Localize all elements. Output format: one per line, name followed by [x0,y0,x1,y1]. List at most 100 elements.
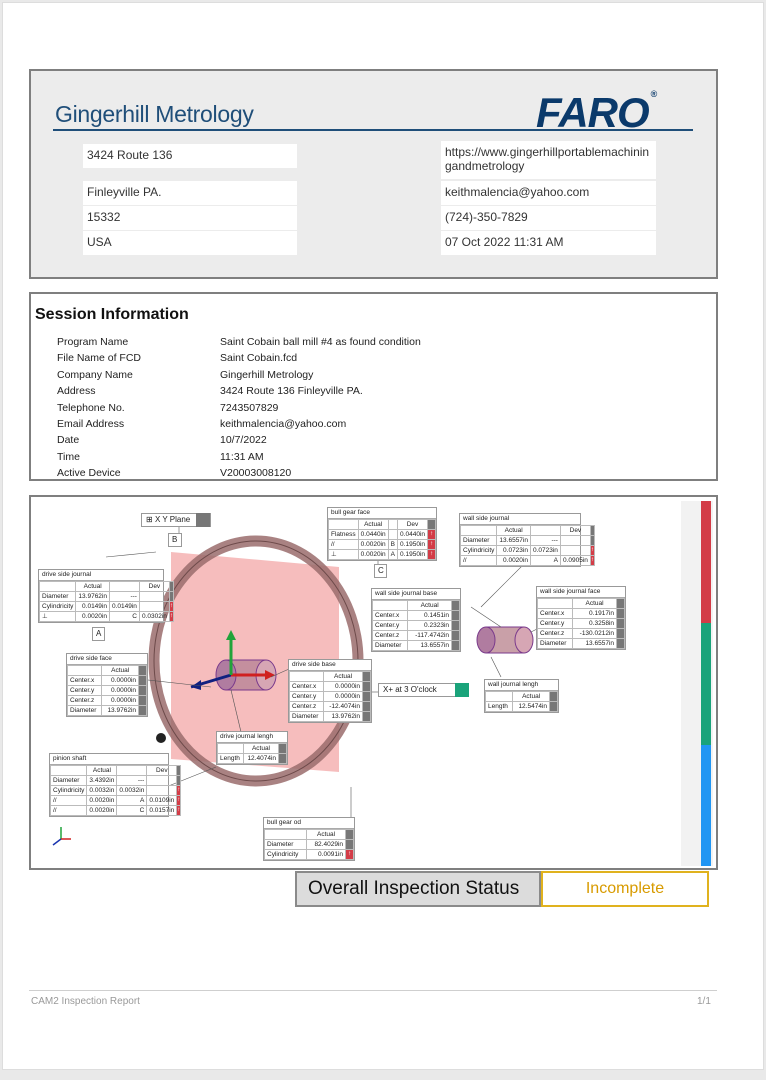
table-cell [138,601,170,612]
header-blank [459,525,498,536]
table-cell: A [387,549,399,560]
email-cell[interactable]: keithmalencia@yahoo.com [441,181,656,205]
table-cell: 13.9762in [75,591,110,602]
header-blank [49,765,88,776]
session-key: Time [57,450,80,463]
session-title: Session Information [35,306,189,323]
session-value: Saint Cobain.fcd [220,352,298,365]
table-row: Center.z-12.4074in [288,701,371,712]
z-axis-arrow [191,680,201,690]
header-dev: Dev [146,765,178,776]
table-cell: 0.0000in [101,685,139,696]
session-value: 10/7/2022 [220,434,267,447]
table-cell: 0.2323in [407,620,452,631]
table-cell: 0.0149in [108,601,140,612]
header-swatch [362,671,371,682]
table-cell: --- [529,535,561,546]
status-swatch [616,618,625,629]
date-cell: 07 Oct 2022 11:31 AM [441,231,656,255]
header-blank [108,581,140,592]
table-cell [146,775,178,786]
table-cell: // [328,539,359,550]
status-swatch [362,691,371,702]
table-cell: 0.0000in [323,681,363,692]
session-key: Email Address [57,418,125,430]
table-title: bull gear face [328,508,436,519]
report-header: Gingerhill Metrology FARO® 3424 Route 13… [29,69,718,279]
overall-status-value: Incomplete [541,871,709,907]
header-actual: Actual [512,691,550,702]
city-cell: Finleyville PA. [83,181,297,205]
status-swatch [278,753,287,764]
table-cell [138,591,170,602]
table-row: Center.z-117.4742in [371,630,460,641]
status-swatch [176,775,182,786]
header-swatch [451,600,460,611]
xy-plane-label[interactable]: ⊞ X Y Plane [141,513,211,527]
header-blank [536,598,574,609]
x-direction-label: X+ at 3 O'clock [378,683,458,697]
session-value: Gingerhill Metrology [220,368,314,381]
header-actual: Actual [407,600,452,611]
table-cell: 0.0440in [396,529,429,540]
table-cell: 13.9762in [323,711,363,722]
header-blank [38,581,77,592]
status-swatch [138,705,147,716]
table-cell: Center.x [371,610,409,621]
table-cell: 12.4074in [242,753,280,764]
header-swatch [549,691,558,702]
session-key: Active Device [57,467,121,480]
out-of-tolerance-icon: ↑ [168,611,174,622]
color-scale [681,501,713,866]
table-cell: Center.x [288,681,325,692]
header-actual: Actual [357,519,389,530]
header-actual: Actual [75,581,110,592]
table-cell: 0.1950in [396,539,429,550]
table-cell [559,535,591,546]
y-axis-arrow [226,630,236,640]
status-swatch [345,839,354,850]
table-cell: 0.0020in [75,611,110,622]
table-cell: 0.0149in [75,601,110,612]
website-cell[interactable]: https://www.gingerhillportablemachinin g… [441,141,656,179]
cad-view[interactable]: ⊞ X Y Plane B C A X+ at 3 O'clock bull g… [29,495,718,870]
table-cell: Center.y [288,691,325,702]
session-value: keithmalencia@yahoo.com [220,418,347,430]
scale-blue [701,745,711,866]
header-dev: Dev [138,581,170,592]
session-value: 7243507829 [220,401,279,414]
header-actual: Actual [101,665,139,676]
table-cell: Center.x [536,608,574,619]
table-cell: 0.0020in [357,549,389,560]
phone-cell: (724)-350-7829 [441,206,656,230]
status-swatch [589,535,595,546]
session-row: Telephone No.7243507829 [57,402,697,418]
wall-journal-face [514,626,534,654]
table-cell: ⊥ [38,611,77,622]
table-cell: 0.0905in [559,555,591,566]
x-direction-swatch [455,683,469,697]
session-key: Program Name [57,336,129,348]
header-dev: Dev [559,525,591,536]
